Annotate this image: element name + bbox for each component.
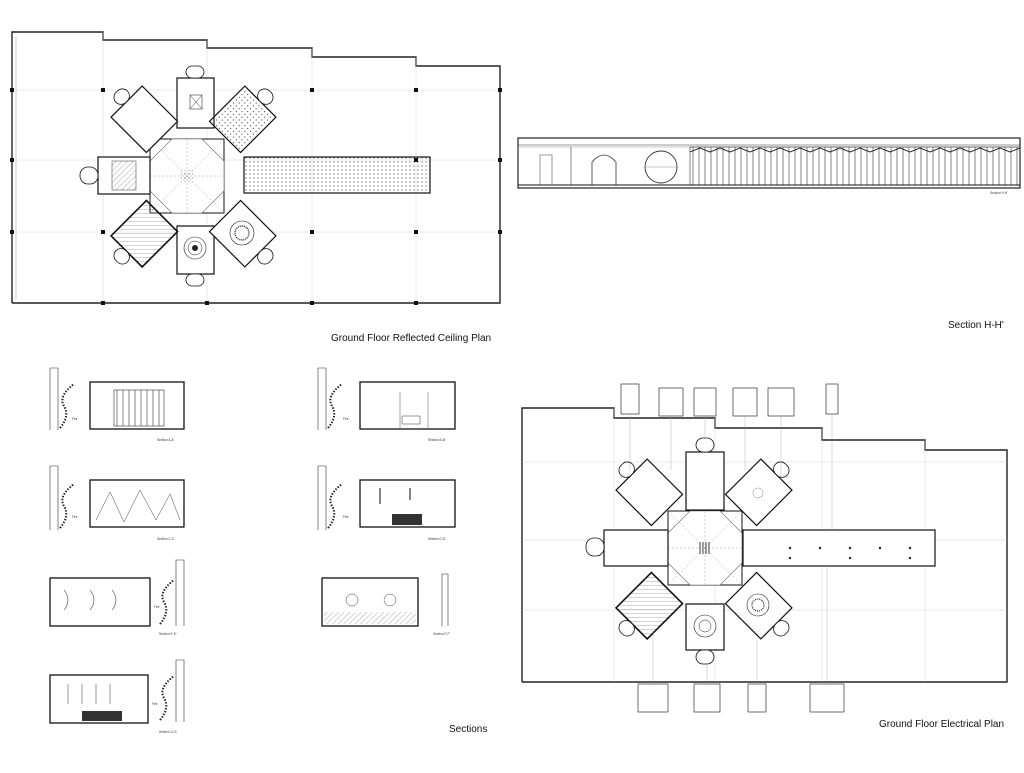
section-g: Fire Section G-G' [49,659,185,734]
section-hh-tag: Section H-H' [990,191,1008,195]
section-hh-gallery [689,146,1021,186]
electrical-gallery [742,529,936,567]
rcp-central-hall [149,138,225,214]
rcp-wing-north [176,65,215,129]
electrical-caption: Ground Floor Electrical Plan [879,719,1005,730]
electrical-wing-sw [614,571,684,641]
electrical-wing-nw [615,458,684,527]
rcp-wing-south [176,225,215,287]
section-f-label: Section F-F' [433,632,450,636]
section-a: Fire Section A-A' [49,367,185,442]
section-e: Fire Section E-E' [49,559,185,636]
rcp-wing-nw [110,85,179,154]
section-b: Fire Section B-B' [317,367,456,442]
rcp-wing-sw [109,199,179,269]
electrical-wing-ne [724,458,793,527]
section-e-label: Section E-E' [159,632,177,636]
electrical-wing-south [685,603,725,665]
sections-group: Fire Section A-A' Fire Section B-B' Fire… [49,367,456,734]
section-c: Fire Section C-C' [49,465,185,541]
section-d-fire-escape: Fire [343,515,349,519]
section-f: Section F-F' [321,573,450,636]
section-a-label: Section A-A' [157,438,175,442]
section-hh-caption: Section H-H' [948,320,1004,331]
electrical-panels-top [620,383,839,417]
sections-caption: Sections [449,724,488,735]
electrical-wing-west [585,529,669,567]
section-e-fire-escape: Fire [154,605,160,609]
section-c-fire-escape: Fire [72,515,78,519]
section-d: Fire Section D-D' [317,465,456,541]
section-g-label: Section G-G' [159,730,178,734]
electrical-central-hall [667,510,743,586]
rcp-wing-ne [208,85,277,154]
section-d-label: Section D-D' [428,537,446,541]
electrical-plan [521,383,1008,713]
section-g-fire-escape: Fire [152,702,158,706]
section-b-label: Section B-B' [428,438,446,442]
rcp-wing-west [79,156,151,195]
electrical-wing-se [724,571,793,640]
rcp-caption: Ground Floor Reflected Ceiling Plan [331,333,492,344]
rcp-wing-se [208,199,277,268]
electrical-circuit-lines [629,414,833,684]
reflected-ceiling-plan [10,31,502,305]
section-hh: Section H-H' [517,137,1021,195]
section-b-fire-escape: Fire [343,417,349,421]
electrical-panels-bottom [637,683,845,713]
section-c-label: Section C-C' [157,537,175,541]
rcp-gallery [243,156,431,194]
electrical-gallery-fixtures [788,546,912,560]
section-a-fire-escape: Fire [72,417,78,421]
electrical-wing-north [685,437,725,511]
